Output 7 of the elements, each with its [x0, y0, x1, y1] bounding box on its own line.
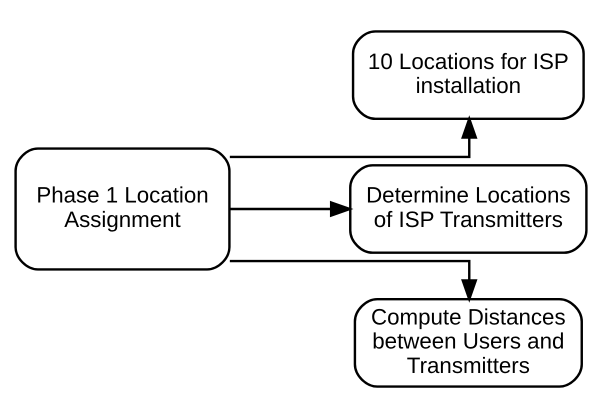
arrow: [230, 115, 478, 158]
node-box: Compute Distances between Users and Transmitters: [354, 298, 583, 388]
node-box: 10 Locations for ISP installation: [352, 30, 585, 120]
node-box: Determine Locations of ISP Transmitters: [349, 164, 588, 254]
arrow: [230, 200, 354, 218]
arrow: [230, 260, 478, 303]
node-box: Phase 1 Location Assignment: [14, 147, 231, 271]
